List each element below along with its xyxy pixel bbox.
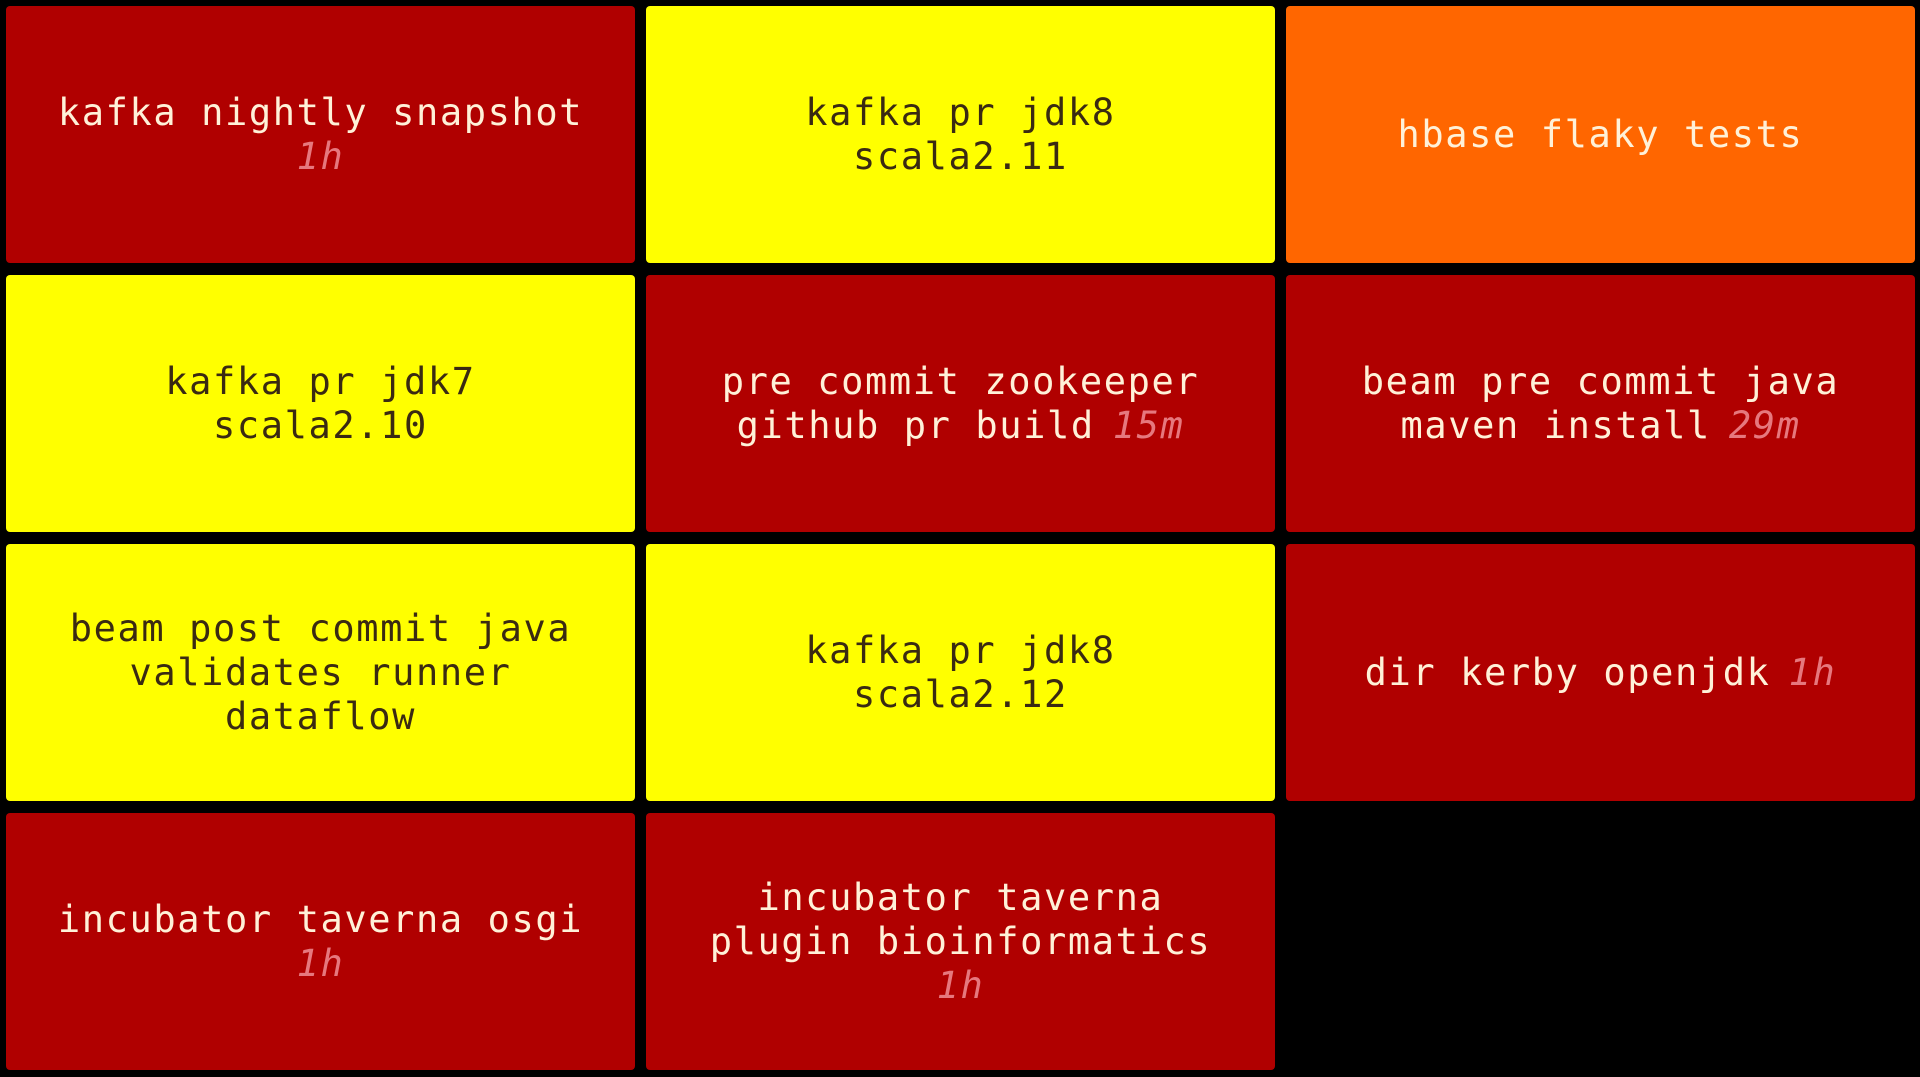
job-tile-hbase-flaky-tests[interactable]: hbase flaky tests xyxy=(1286,6,1915,263)
job-name: kafka pr jdk8 scala2.12 xyxy=(805,628,1116,716)
job-duration: 1h xyxy=(296,941,345,985)
job-name: dir kerby openjdk xyxy=(1364,650,1771,694)
job-tile-incubator-taverna-osgi[interactable]: incubator taverna osgi 1h xyxy=(6,813,635,1070)
job-duration: 15m xyxy=(1112,403,1185,447)
job-duration: 1h xyxy=(936,963,985,1007)
job-tile-incubator-taverna-plugin-bioinformatics[interactable]: incubator taverna plugin bioinformatics … xyxy=(646,813,1275,1070)
job-tile-kafka-pr-jdk8-scala2-12[interactable]: kafka pr jdk8 scala2.12 xyxy=(646,544,1275,801)
empty-grid-cell xyxy=(1286,813,1915,1070)
job-duration: 29m xyxy=(1728,403,1801,447)
job-name: beam pre commit java maven install xyxy=(1361,359,1840,447)
job-name: pre commit zookeeper github pr build xyxy=(721,359,1200,447)
job-tile-kafka-nightly-snapshot[interactable]: kafka nightly snapshot 1h xyxy=(6,6,635,263)
job-tile-kafka-pr-jdk7-scala2-10[interactable]: kafka pr jdk7 scala2.10 xyxy=(6,275,635,532)
job-name: kafka nightly snapshot xyxy=(57,90,584,134)
job-tile-beam-post-commit-java[interactable]: beam post commit java validates runner d… xyxy=(6,544,635,801)
job-name: hbase flaky tests xyxy=(1397,112,1804,156)
job-name: kafka pr jdk7 scala2.10 xyxy=(165,359,476,447)
job-tile-dir-kerby-openjdk[interactable]: dir kerby openjdk 1h xyxy=(1286,544,1915,801)
job-duration: 1h xyxy=(1788,650,1837,694)
job-name: incubator taverna osgi xyxy=(57,897,584,941)
job-duration: 1h xyxy=(296,134,345,178)
job-name: beam post commit java validates runner d… xyxy=(69,606,572,738)
job-name: kafka pr jdk8 scala2.11 xyxy=(805,90,1116,178)
job-name: incubator taverna plugin bioinformatics xyxy=(709,875,1212,963)
job-tile-kafka-pr-jdk8-scala2-11[interactable]: kafka pr jdk8 scala2.11 xyxy=(646,6,1275,263)
